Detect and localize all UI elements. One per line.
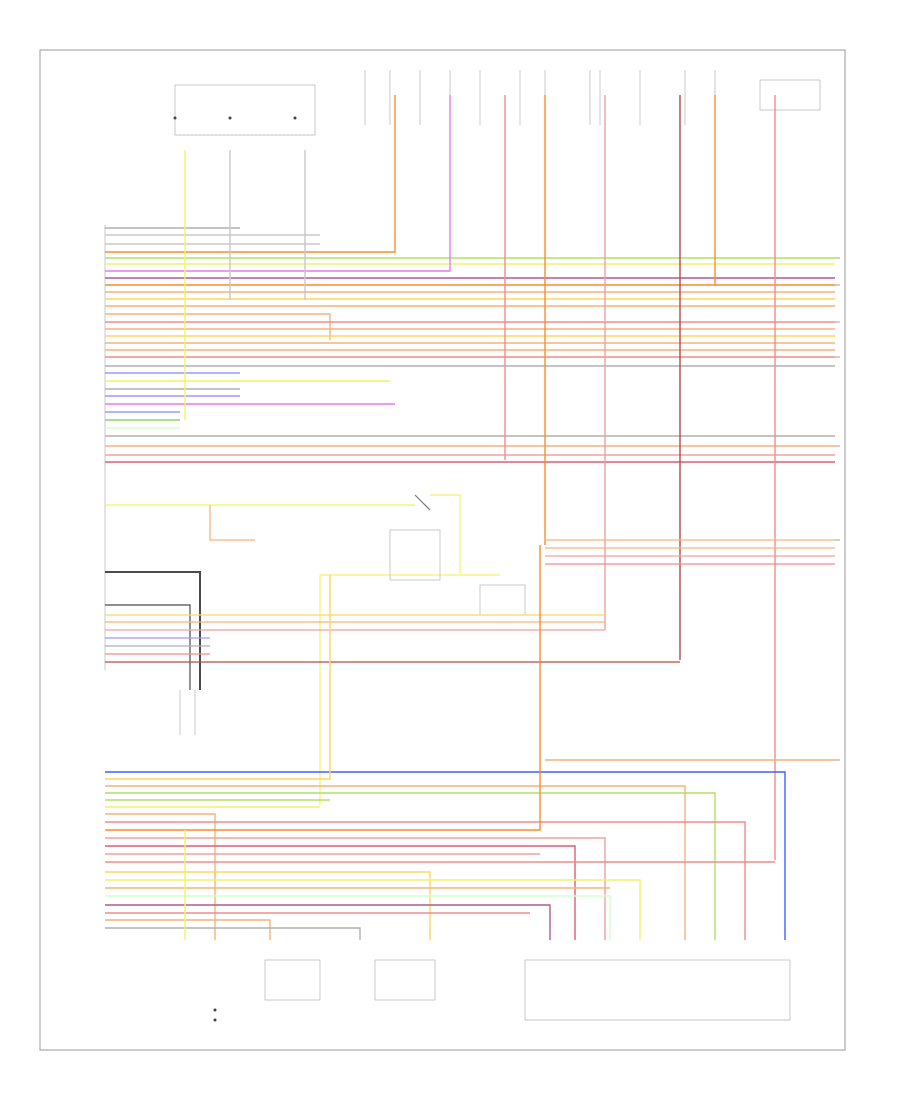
upper-wires [105, 95, 835, 463]
control-module [179, 690, 196, 735]
top-left-connector-block [173, 84, 316, 136]
lower-wires [105, 545, 835, 940]
upper-vertical-risers [184, 95, 776, 860]
middle-switch-section [105, 494, 835, 805]
bottom-components [213, 959, 791, 1022]
top-fuse-row [364, 70, 821, 125]
right-terminals [835, 257, 840, 761]
diagram-frame [39, 49, 846, 1051]
